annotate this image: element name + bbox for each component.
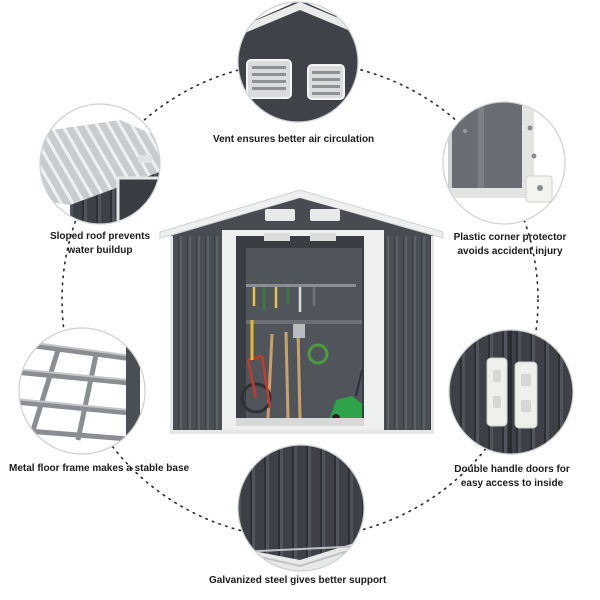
vent-caption: Vent ensures better air circulation [213,133,374,147]
gable-vent-left [265,209,295,221]
roof-caption: Sloped roof prevents water buildup [20,230,180,258]
corner-caption-line1: Plastic corner protector [453,232,567,243]
roof-caption-line2: water buildup [67,245,133,256]
door-handle-image [448,329,574,455]
storage-shed [159,189,444,434]
vent-caption-line1: Vent ensures better air circulation [213,134,375,145]
steel-caption-line1: Galvanized steel gives better support [209,575,387,586]
floor-frame-image [18,327,146,455]
doors-caption: Double handle doors for easy access to i… [432,463,592,491]
gable-vent-right [310,209,340,221]
doors-caption-line2: easy access to inside [460,478,564,489]
roof-caption-line1: Sloped roof prevents [49,231,150,242]
vent-louver-right [307,64,345,100]
vent-louver-left [246,59,292,99]
corner-protector-image [442,101,566,225]
roof-detail-image [39,103,161,225]
doors-caption-line1: Double handle doors for [454,464,570,475]
bicycle [240,354,272,414]
corner-caption: Plastic corner protector avoids accident… [430,231,590,259]
vent-detail-image [237,1,359,123]
floor-caption-line1: Metal floor frame makes a stable base [9,463,190,474]
steel-caption: Galvanized steel gives better support [209,574,386,588]
corner-caption-line2: avoids accident injury [457,246,563,257]
handle-left [486,357,508,427]
handle-right [514,361,538,429]
floor-caption: Metal floor frame makes a stable base [9,462,189,476]
galvanized-steel-image [237,444,365,572]
